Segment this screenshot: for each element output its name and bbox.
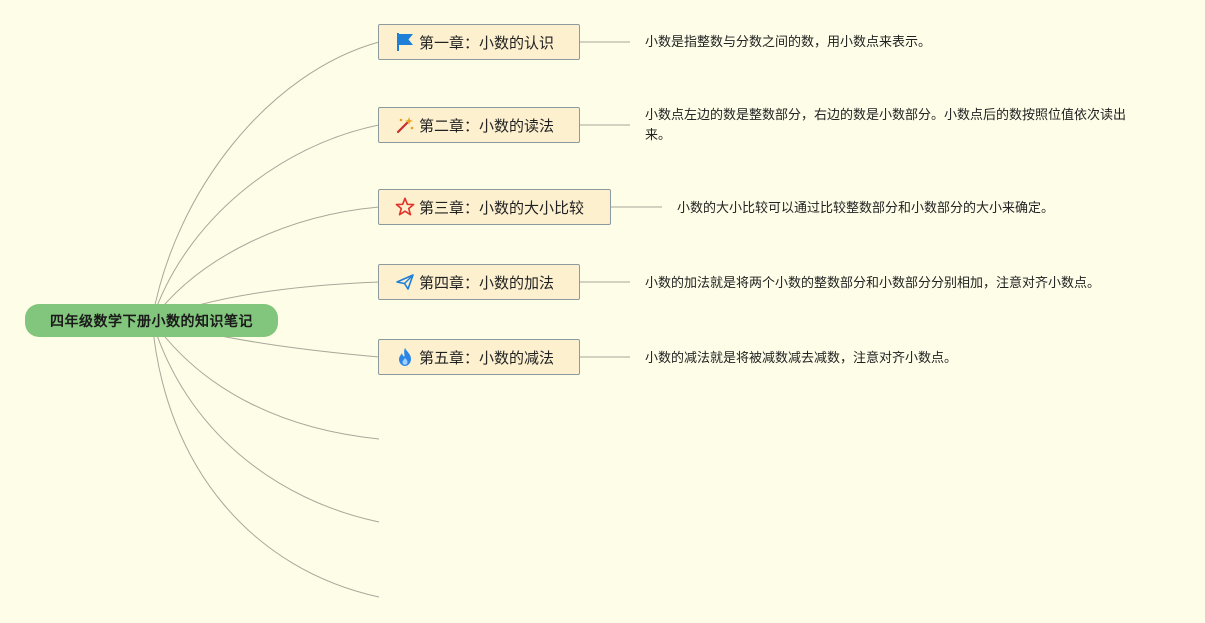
chapter-4-topic[interactable]: 第四章：小数的加法 — [378, 264, 580, 300]
paper-plane-icon — [395, 272, 415, 292]
empty-branch-curve-3 — [151, 319, 380, 598]
chapter-1-title: 第一章：小数的认识 — [419, 33, 555, 52]
chapter-3-title: 第三章：小数的大小比较 — [419, 198, 585, 217]
chapter-3-topic[interactable]: 第三章：小数的大小比较 — [378, 189, 611, 225]
chapter-1-note-text: 小数是指整数与分数之间的数，用小数点来表示。 — [645, 35, 932, 50]
chapter-3-note[interactable]: 小数的大小比较可以通过比较整数部分和小数部分的大小来确定。 — [677, 199, 1177, 219]
chapter-5-topic[interactable]: 第五章：小数的减法 — [378, 339, 580, 375]
chapter-1-note[interactable]: 小数是指整数与分数之间的数，用小数点来表示。 — [645, 33, 1145, 53]
chapter-2-title: 第二章：小数的读法 — [419, 116, 555, 135]
chapter-5-note-text: 小数的减法就是将被减数减去减数，注意对齐小数点。 — [645, 351, 958, 366]
chapter-1-topic[interactable]: 第一章：小数的认识 — [378, 24, 580, 60]
central-topic-label: 四年级数学下册小数的知识笔记 — [50, 313, 253, 330]
chapter-5-title: 第五章：小数的减法 — [419, 348, 555, 367]
magic-wand-icon — [395, 115, 415, 135]
chapter-2-note[interactable]: 小数点左边的数是整数部分，右边的数是小数部分。小数点后的数按照位值依次读出来。 — [645, 106, 1145, 146]
star-icon — [395, 197, 415, 217]
chapter-5-note[interactable]: 小数的减法就是将被减数减去减数，注意对齐小数点。 — [645, 349, 1145, 369]
fire-icon — [395, 347, 415, 367]
chapter-3-note-text: 小数的大小比较可以通过比较整数部分和小数部分的大小来确定。 — [677, 201, 1055, 216]
empty-branch-curve-1 — [151, 319, 380, 440]
empty-branch-curve-2 — [151, 319, 380, 523]
chapter-2-topic[interactable]: 第二章：小数的读法 — [378, 107, 580, 143]
chapter-4-title: 第四章：小数的加法 — [419, 273, 555, 292]
flag-icon — [395, 32, 415, 52]
branch-curve-1 — [151, 41, 380, 321]
chapter-4-note-text: 小数的加法就是将两个小数的整数部分和小数部分分别相加，注意对齐小数点。 — [645, 276, 1101, 291]
chapter-4-note[interactable]: 小数的加法就是将两个小数的整数部分和小数部分分别相加，注意对齐小数点。 — [645, 274, 1165, 294]
chapter-2-note-text: 小数点左边的数是整数部分，右边的数是小数部分。小数点后的数按照位值依次读出来。 — [645, 108, 1127, 143]
branch-curve-2 — [151, 124, 380, 321]
central-topic[interactable]: 四年级数学下册小数的知识笔记 — [25, 304, 278, 337]
